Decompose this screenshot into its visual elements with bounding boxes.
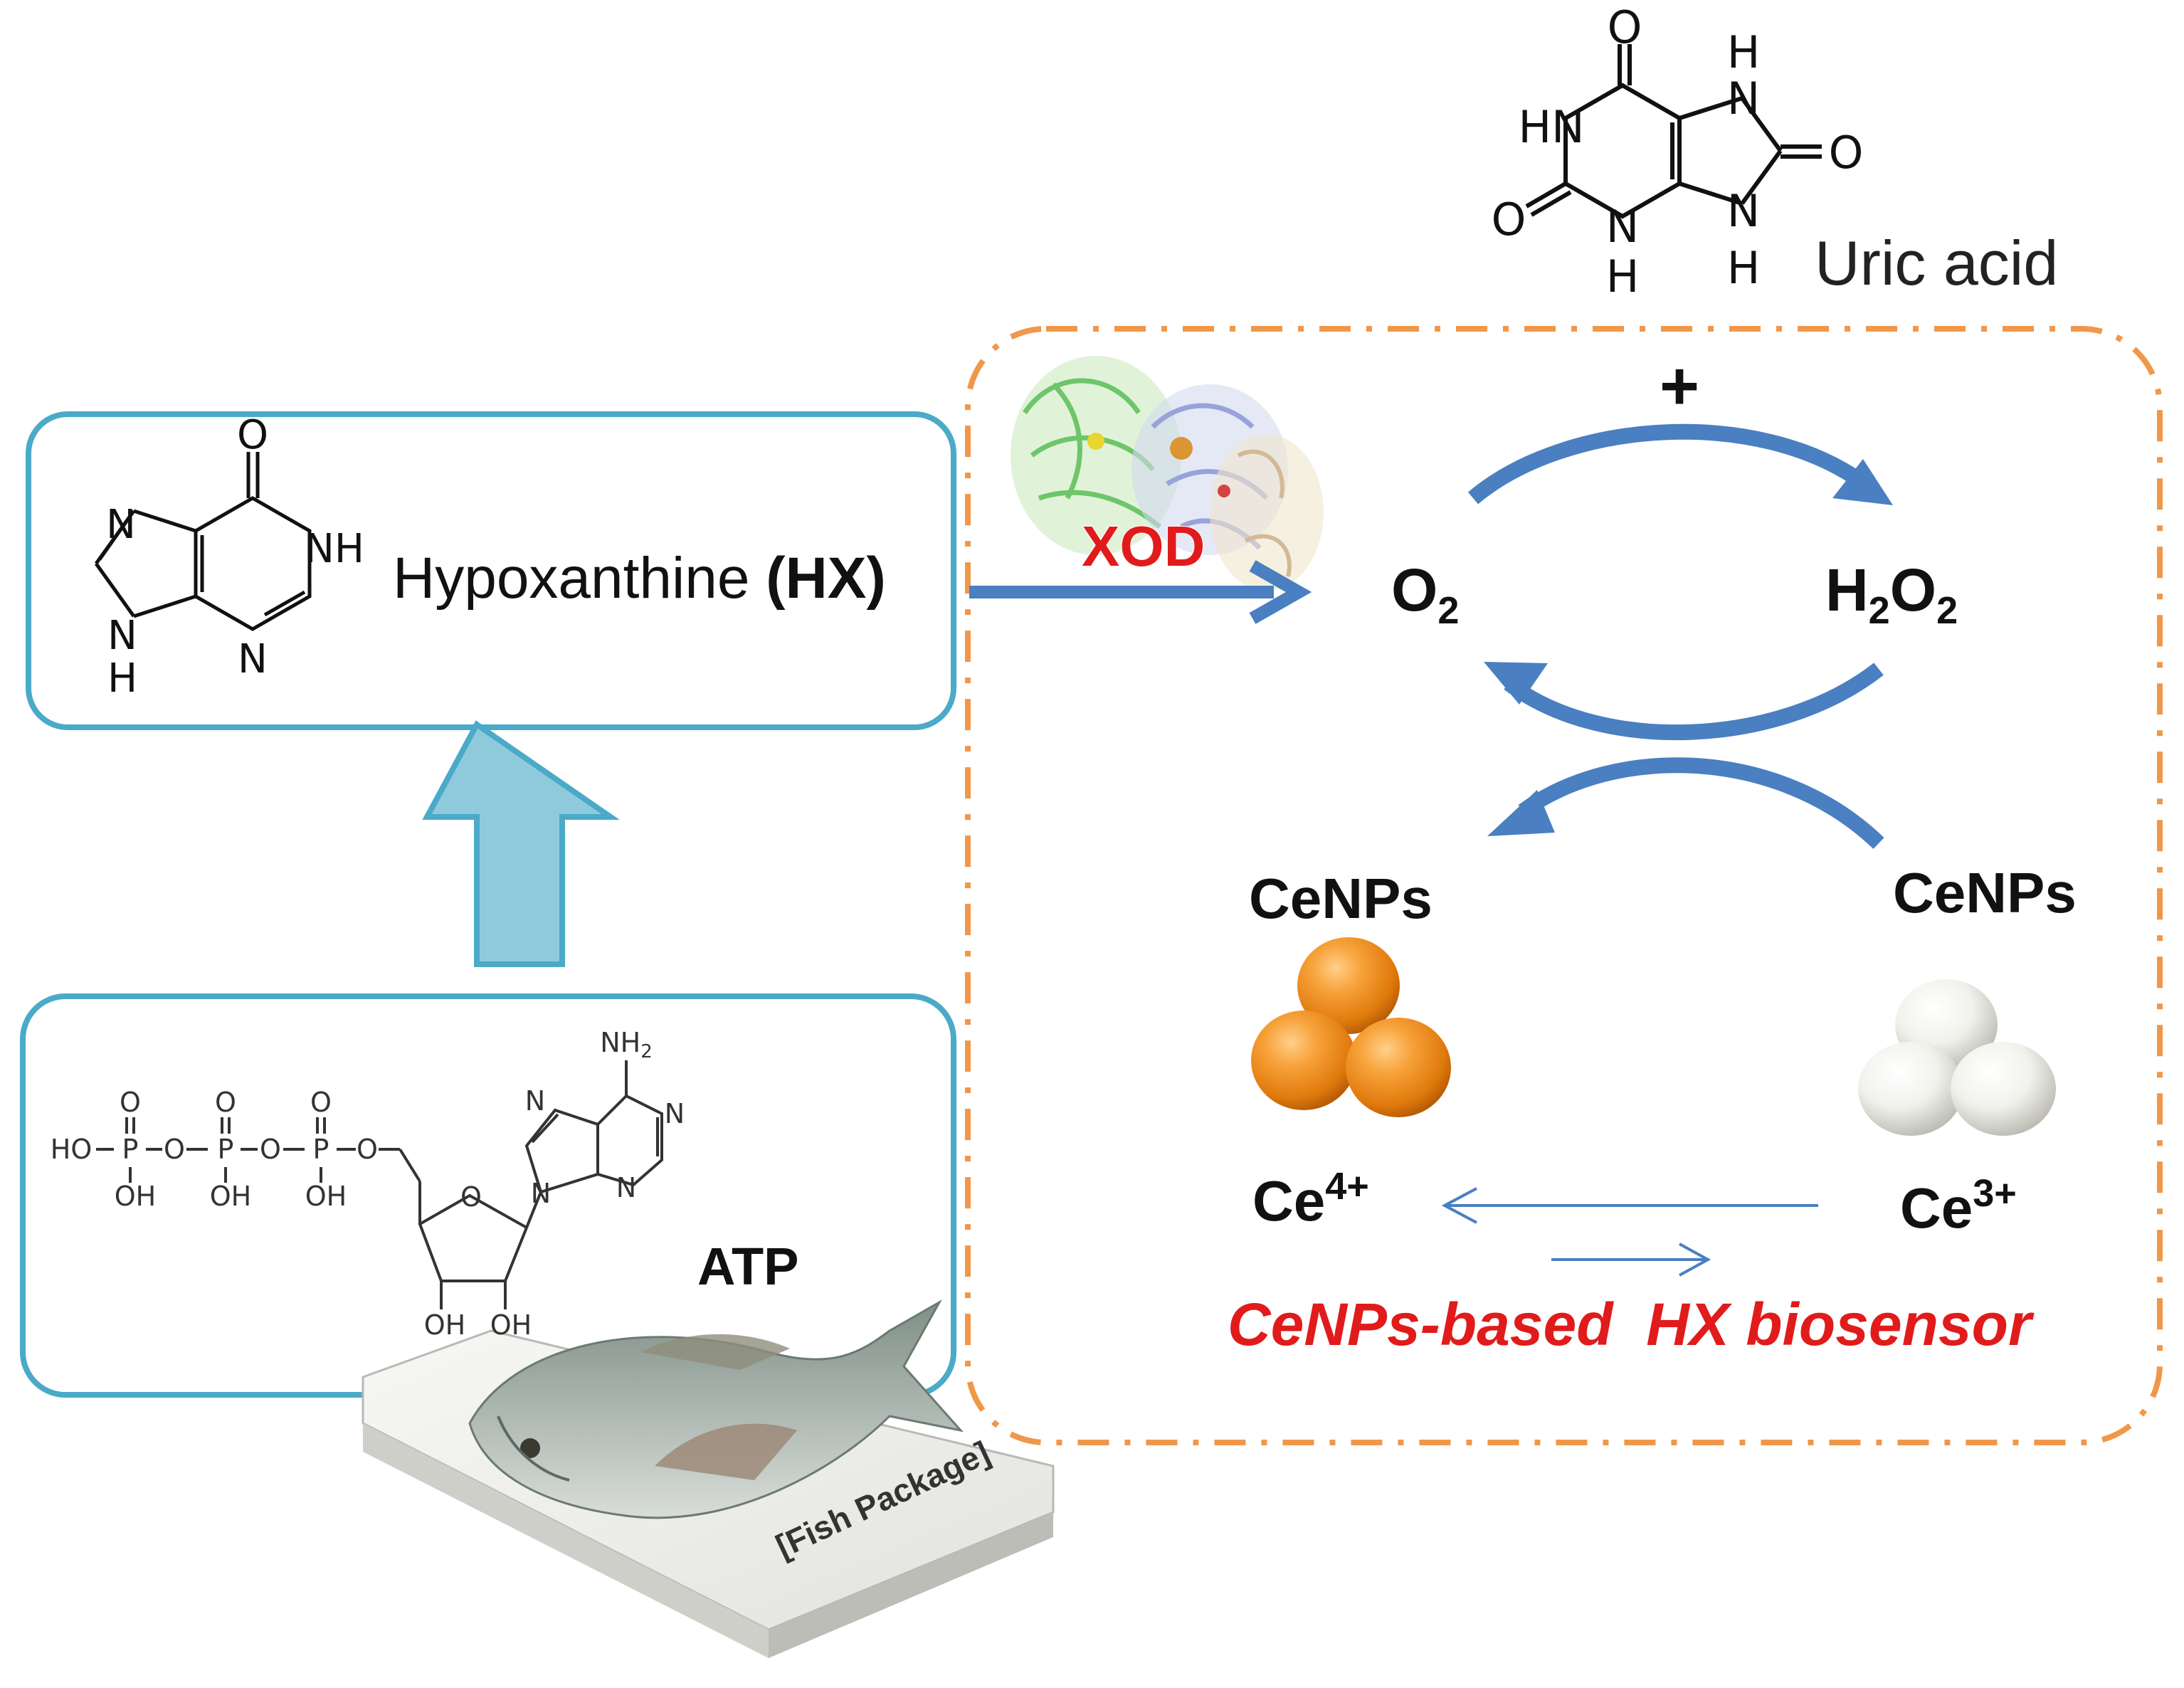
atp-ho: HO: [51, 1134, 92, 1165]
uric-atom-n-right-top: N: [1727, 73, 1760, 125]
atp-oh2: OH: [210, 1181, 251, 1212]
cenps-right-label: CeNPs: [1893, 861, 2077, 924]
atp-oh-sugar1: OH: [424, 1309, 465, 1341]
uric-atom-h-right-top: H: [1727, 26, 1761, 78]
ce4-label: Ce4+: [1252, 1165, 1369, 1233]
fish-package-image: [362, 1299, 1055, 1658]
atp-p3: P: [313, 1134, 329, 1165]
atp-p2: P: [218, 1134, 234, 1165]
o2-to-h2o2-arrowhead: [1832, 459, 1893, 505]
atp-n3: N: [665, 1098, 685, 1129]
atp-n4: N: [616, 1172, 636, 1203]
equilibrium-arrows: [1441, 1187, 1818, 1277]
uric-atom-hn: HN: [1519, 101, 1585, 153]
cenps-arrow: [1518, 757, 1884, 849]
atp-oh1: OH: [115, 1181, 156, 1212]
h2o2-label: H2O2: [1825, 556, 1958, 632]
uric-atom-n-bottom: N: [1606, 201, 1639, 253]
atp-label: ATP: [697, 1237, 799, 1296]
conversion-arrow: [969, 560, 1312, 624]
uric-acid-structure: [1525, 44, 1822, 219]
atp-o1: O: [164, 1134, 185, 1165]
up-arrow: [422, 720, 620, 967]
cenps-arrowhead: [1487, 790, 1555, 836]
uric-atom-o-left: O: [1492, 194, 1526, 246]
hypoxanthine-atoms: O N NH N N H: [106, 412, 364, 702]
o2-to-h2o2-arrow: [1467, 423, 1869, 505]
cenps-left-label: CeNPs: [1249, 867, 1433, 930]
ce4-nanoparticles: [1251, 937, 1451, 1117]
hx-atom-o: O: [237, 412, 268, 458]
h2o2-to-o2-arrowhead: [1484, 662, 1548, 705]
atp-o-up2: O: [215, 1087, 236, 1118]
atp-o2: O: [260, 1134, 281, 1165]
uric-acid-label: Uric acid: [1815, 228, 2058, 298]
h2o2-to-o2-arrow: [1504, 663, 1884, 741]
hypoxanthine-label: Hypoxanthine (HX): [393, 546, 886, 611]
atp-p1: P: [122, 1134, 139, 1165]
uric-atom-h-right-bottom: H: [1727, 242, 1761, 294]
xod-label: XOD: [1082, 515, 1205, 578]
uric-atom-h-bottom: H: [1606, 250, 1640, 302]
atp-atoms: HO P O P O P O O O O OH OH OH O OH OH N …: [51, 1027, 685, 1341]
uric-atom-o-right: O: [1829, 127, 1864, 179]
hx-atom-h-bottom-left: H: [107, 655, 137, 702]
uric-atom-n-right-bottom: N: [1727, 185, 1760, 237]
hx-atom-n-bottom-left: N: [107, 613, 137, 659]
o2-label: O2: [1391, 556, 1459, 632]
atp-structure: [96, 1060, 663, 1309]
xod-enzyme-image: [1011, 356, 1324, 591]
atp-o3: O: [357, 1134, 378, 1165]
biosensor-region: [965, 326, 2163, 1445]
hx-abbr: (HX): [766, 546, 886, 611]
plus-sign: +: [1660, 348, 1699, 424]
uric-atom-o-top: O: [1608, 1, 1642, 53]
atp-o-up1: O: [120, 1087, 141, 1118]
atp-n2: N: [525, 1085, 545, 1117]
hypoxanthine-box: [26, 411, 956, 730]
atp-oh-sugar2: OH: [490, 1309, 532, 1341]
hx-atom-n-bottom: N: [238, 636, 268, 682]
atp-n1: N: [531, 1178, 551, 1209]
atp-oh3: OH: [305, 1181, 347, 1212]
ce3-label: Ce3+: [1900, 1172, 2017, 1240]
atp-nh2: NH2: [600, 1027, 653, 1062]
hypoxanthine-structure: [94, 452, 312, 631]
biosensor-label: CeNPs-based HX biosensor: [1228, 1291, 2035, 1358]
hx-atom-nh: NH: [305, 526, 364, 572]
hx-atom-n-left: N: [106, 502, 136, 548]
atp-o-up3: O: [310, 1087, 332, 1118]
uric-acid-atoms: O HN O N H N H H N O: [1492, 1, 1864, 302]
ce3-nanoparticles: [1858, 979, 2056, 1136]
atp-ring-o: O: [460, 1181, 482, 1213]
